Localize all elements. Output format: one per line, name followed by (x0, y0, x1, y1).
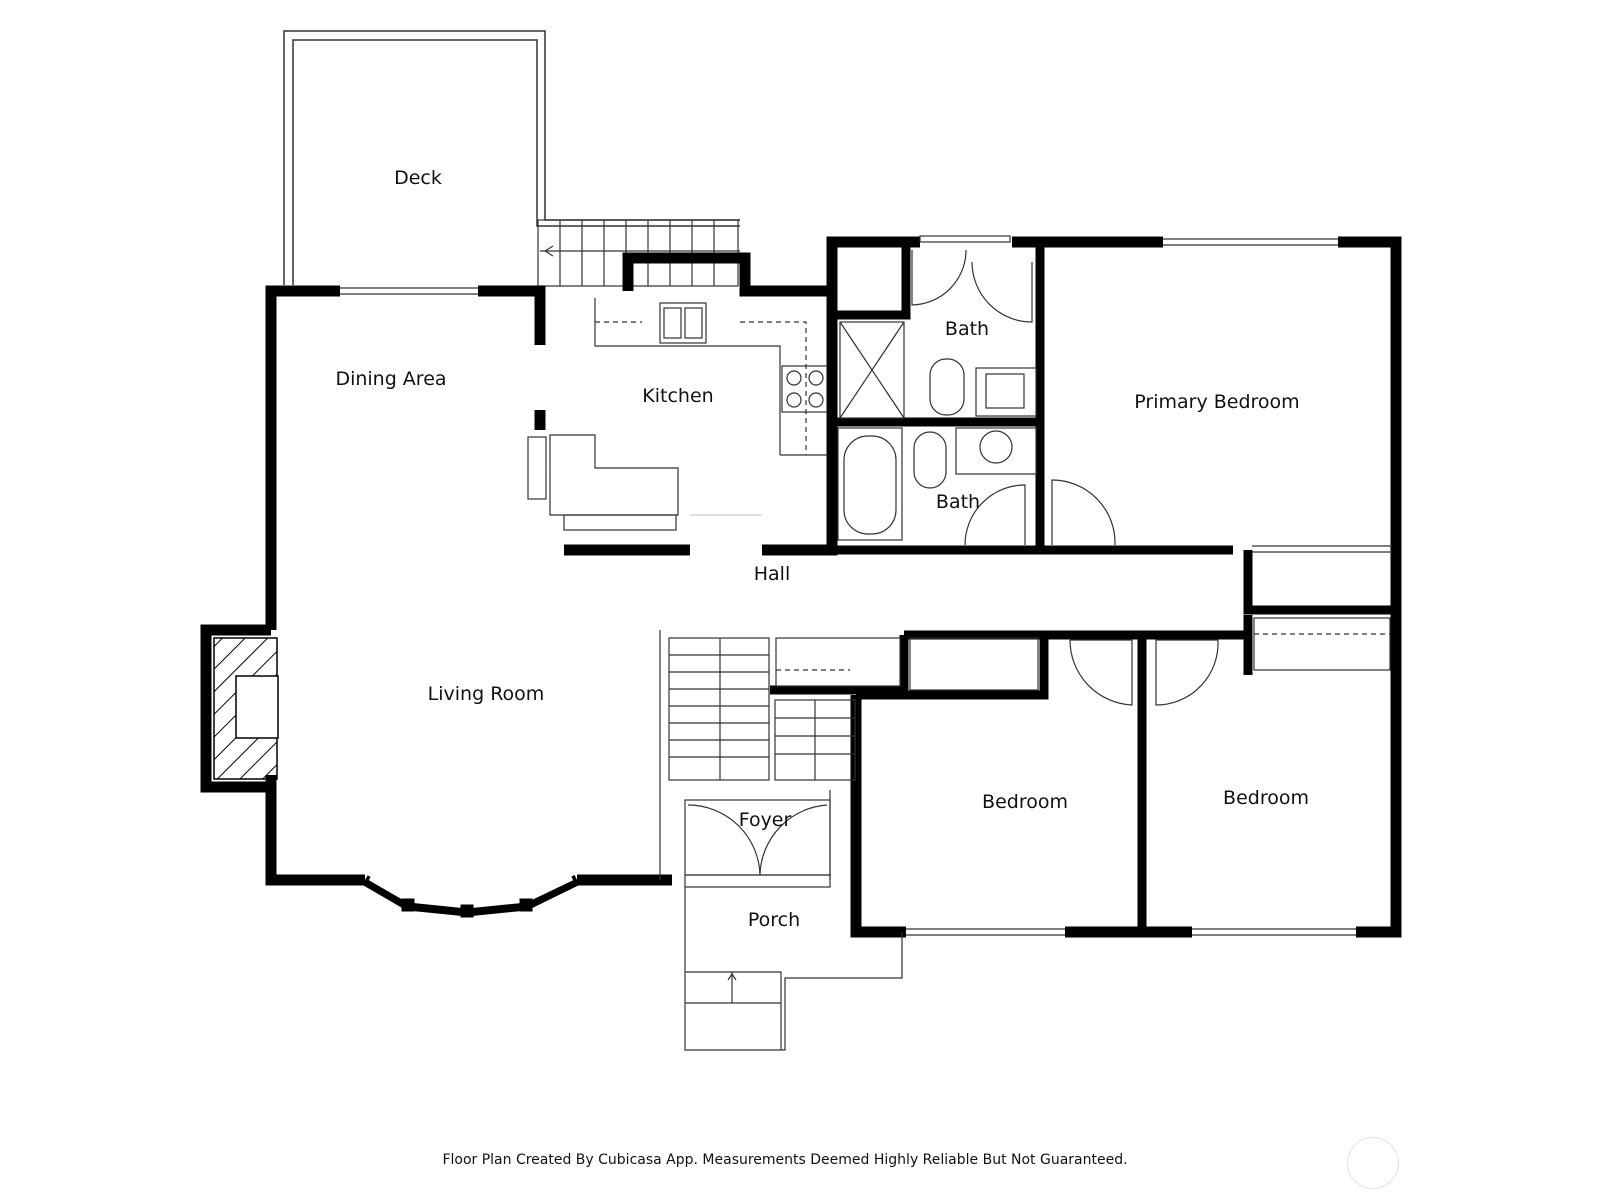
room-label-primary-bedroom: Primary Bedroom (1134, 391, 1299, 413)
footer-disclaimer: Floor Plan Created By Cubicasa App. Meas… (442, 1152, 1128, 1168)
porch (684, 887, 903, 1051)
room-label-deck: Deck (394, 167, 442, 189)
room-label-foyer: Foyer (739, 809, 792, 831)
room-label-bedroom-center: Bedroom (982, 791, 1068, 813)
bedroom-windows (906, 928, 1356, 936)
bath-fixtures (837, 235, 1116, 546)
dining-window (340, 287, 478, 295)
room-label-bedroom-right: Bedroom (1223, 787, 1309, 809)
room-label-living-room: Living Room (428, 683, 545, 705)
deck-outline (283, 30, 740, 285)
hall-doors (775, 637, 1219, 706)
foyer (684, 790, 831, 888)
watermark-badge (1347, 1137, 1399, 1189)
bay-window (362, 875, 580, 918)
room-label-dining-area: Dining Area (335, 368, 446, 390)
hall-walls (770, 630, 1248, 932)
bath-walls (827, 242, 1233, 555)
closet-walls (1243, 550, 1396, 675)
room-label-kitchen: Kitchen (642, 385, 713, 407)
kitchen-fixtures (527, 298, 831, 531)
room-label-hall: Hall (754, 563, 791, 585)
fireplace (200, 624, 279, 793)
interior-stairs (659, 630, 856, 880)
room-label-bath-upper: Bath (945, 318, 989, 340)
primary-bedroom-window (1163, 238, 1338, 246)
room-label-bath-lower: Bath (936, 491, 980, 513)
room-label-porch: Porch (748, 909, 800, 931)
closet-doors (1252, 545, 1392, 671)
